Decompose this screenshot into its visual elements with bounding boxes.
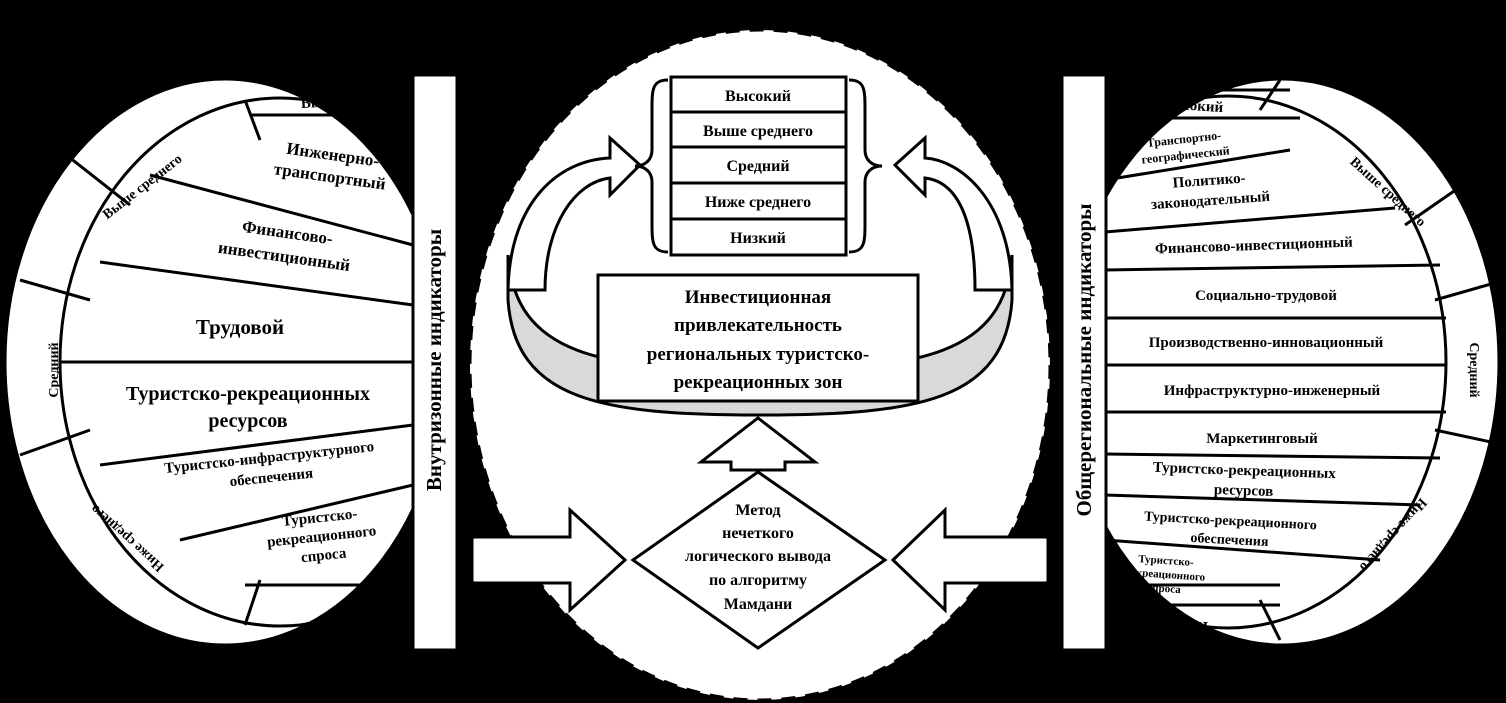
svg-text:рекреационного: рекреационного (1124, 566, 1206, 584)
right-vertical-title: Общерегиональные индикаторы (1072, 203, 1096, 516)
svg-text:Метод: Метод (735, 502, 780, 519)
right-level-average: Средний (1466, 342, 1481, 397)
main-investment-box: Инвестиционная привлекательность региона… (596, 273, 920, 403)
svg-text:Политико-: Политико- (1172, 171, 1246, 192)
mamdani-method-diamond: Метод нечеткого логического вывода по ал… (630, 470, 888, 650)
left-level-low: Низкий (306, 618, 359, 634)
svg-text:логического вывода: логического вывода (685, 548, 831, 565)
left-brace (634, 78, 669, 254)
center-levels: Высокий Выше среднего Средний Ниже средн… (634, 75, 883, 257)
center-level-average: Средний (726, 158, 789, 175)
svg-text:рекреационных зон: рекреационных зон (674, 372, 843, 393)
left-panel: Внутризонные индикаторы Высокий Выше сре… (3, 73, 459, 652)
right-indicator-infrastructure-engineering: Инфраструктурно-инженерный (1164, 383, 1381, 399)
right-level-high: Высокий (1161, 96, 1224, 116)
left-vertical-title: Внутризонные индикаторы (422, 229, 446, 491)
svg-text:региональных туристско-: региональных туристско- (647, 344, 869, 365)
left-level-average: Средний (47, 342, 62, 397)
svg-text:привлекательность: привлекательность (674, 315, 842, 336)
svg-text:Инвестиционная: Инвестиционная (685, 287, 831, 308)
svg-text:Туристско-рекреационных: Туристско-рекреационных (1153, 460, 1337, 482)
svg-text:Мамдани: Мамдани (724, 596, 793, 613)
right-indicator-social-labor: Социально-трудовой (1195, 288, 1337, 304)
svg-text:Туристско-: Туристско- (281, 506, 358, 530)
right-level-low: Низкий (1156, 618, 1209, 634)
right-curved-arrow (892, 134, 1014, 292)
right-indicator-marketing: Маркетинговый (1206, 431, 1318, 447)
svg-text:спроса: спроса (300, 546, 347, 567)
center-level-above-average: Выше среднего (703, 123, 813, 140)
right-input-arrow (890, 506, 1050, 614)
right-brace (848, 78, 883, 254)
svg-text:по алгоритму: по алгоритму (709, 572, 807, 589)
center-level-below-average: Ниже среднего (705, 194, 811, 211)
right-indicator-financial-investment: Финансово-инвестиционный (1155, 235, 1354, 258)
svg-text:Туристско-рекреационных: Туристско-рекреационных (126, 383, 370, 405)
svg-text:обеспечения: обеспечения (1190, 531, 1269, 550)
right-indicator-tourist-resources: Туристско-рекреационных ресурсов (1153, 460, 1337, 500)
right-indicator-production-innovation: Производственно-инновационный (1149, 335, 1384, 351)
svg-text:Туристско-: Туристско- (1138, 553, 1194, 569)
right-panel: Общерегиональные индикаторы Высокий Выше… (1060, 73, 1501, 652)
left-curved-arrow (506, 134, 643, 292)
left-input-arrow (470, 506, 628, 614)
svg-text:ресурсов: ресурсов (208, 410, 287, 432)
svg-text:ресурсов: ресурсов (1214, 482, 1274, 500)
up-arrow (696, 416, 820, 472)
svg-text:нечеткого: нечеткого (722, 525, 794, 542)
center-level-high: Высокий (725, 88, 791, 105)
right-indicator-tourist-demand: Туристско- рекреационного спроса (1124, 553, 1206, 596)
svg-text:спроса: спроса (1147, 582, 1182, 596)
left-indicator-tourist-resources: Туристско-рекреационных ресурсов (126, 383, 370, 432)
left-indicator-labor: Трудовой (196, 315, 284, 339)
left-level-high: Высокий (300, 92, 363, 112)
center-level-low: Низкий (730, 230, 786, 247)
